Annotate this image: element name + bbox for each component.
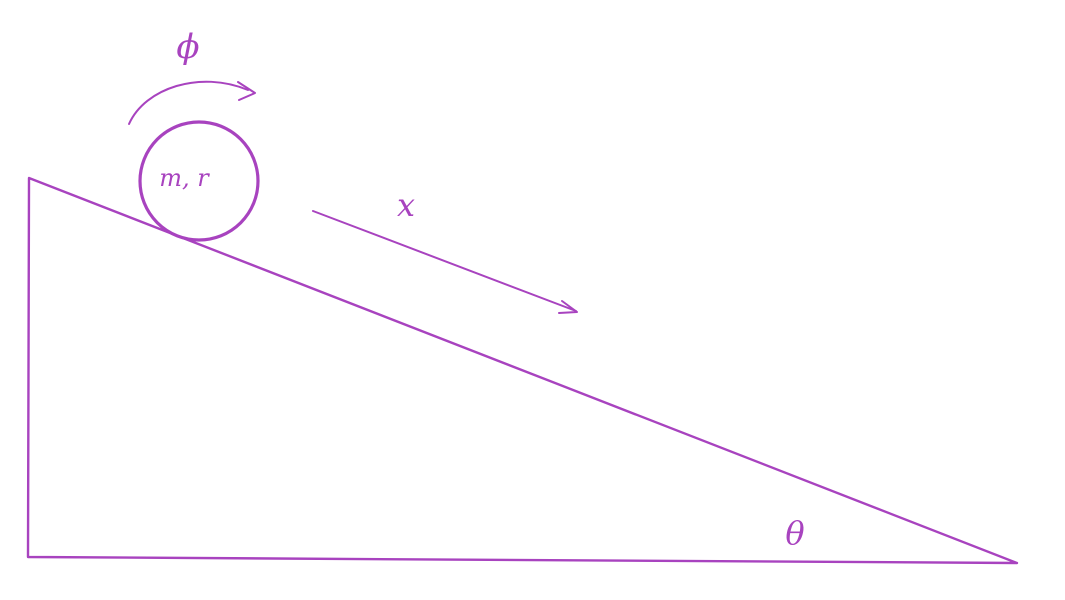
incline-angle-label: θ	[785, 514, 804, 552]
displacement-arrowhead	[558, 300, 578, 314]
displacement-label: x	[397, 186, 415, 224]
rotation-angle-label: ϕ	[176, 27, 199, 67]
rotation-arrow	[128, 80, 249, 125]
ball-params-label: m, r	[159, 164, 210, 192]
rotation-arrowhead	[237, 81, 256, 101]
ball	[138, 120, 260, 242]
displacement-arrow	[312, 210, 577, 312]
ink-layer: ϕ m, r x θ	[26, 27, 1019, 565]
incline-triangle	[26, 176, 1019, 565]
